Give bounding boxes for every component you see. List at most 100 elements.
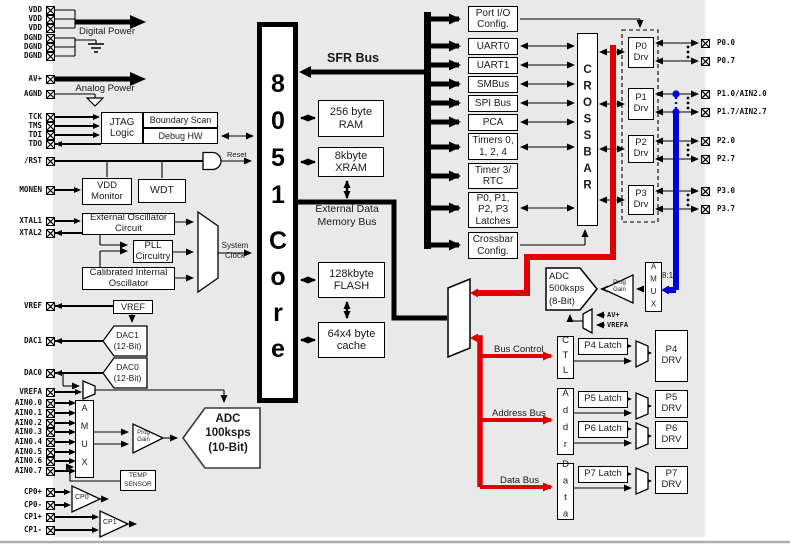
vdd-monitor-box: VDD Monitor xyxy=(82,178,132,205)
p3-box: P3 Drv xyxy=(628,185,654,215)
pin-wire-tms xyxy=(55,125,94,127)
pin-wire-ain0.5 xyxy=(55,451,70,453)
peripheral-uart1-box: UART1 xyxy=(468,57,518,74)
black-wires xyxy=(55,9,652,528)
dac1-shape xyxy=(102,325,148,357)
pin-wire-cp0 xyxy=(55,504,65,506)
xram-box: 8kbyte XRAM xyxy=(318,147,384,177)
peripheral-crossbar-box: Crossbar Config. xyxy=(468,232,518,259)
prog-gain8-shape xyxy=(601,273,634,305)
arrow-left xyxy=(55,229,62,236)
pin-ellipsis-dots xyxy=(686,45,690,207)
pin-cp1+ xyxy=(46,512,55,522)
red-emif-bus xyxy=(470,45,616,492)
pin-rst xyxy=(46,156,55,166)
pin-label-vrefa: VREFA xyxy=(19,387,42,396)
pin-label-vref: VREF xyxy=(23,301,42,310)
cp1-shape xyxy=(99,509,130,539)
digital-power-label: Digital Power xyxy=(79,26,135,37)
cp0-shape xyxy=(71,484,102,514)
adc8-label: ADC 500ksps (8-Bit) xyxy=(549,271,585,307)
pin-ain0.5 xyxy=(46,447,55,457)
pin-wire-dac1 xyxy=(55,340,103,342)
p4-mux xyxy=(635,340,649,369)
external-data-memory-bus-label: External Data Memory Bus xyxy=(315,203,379,228)
pin-wire-tdo xyxy=(55,143,101,145)
pin-xtal1 xyxy=(46,216,55,226)
pin-wire-xtal2 xyxy=(55,232,82,234)
cp1-label: CP1 xyxy=(103,519,117,526)
pin-dac0 xyxy=(46,368,55,378)
arrow-right xyxy=(69,419,76,426)
pin-p3.7 xyxy=(701,204,710,214)
ctl-box: CTL xyxy=(557,335,574,380)
peripheral-spi-bus-box: SPI Bus xyxy=(468,95,518,112)
pin-tck xyxy=(46,112,55,122)
pin-vdd xyxy=(46,14,55,24)
reset-gate xyxy=(202,151,222,171)
ctl-text: CTL xyxy=(560,335,571,380)
pin-label-p1.7-ain2.7: P1.7/AIN2.7 xyxy=(717,107,767,116)
pin-ain0.3 xyxy=(46,427,55,437)
p7-latch-box: P7 Latch xyxy=(578,466,628,483)
pin-wire-monen xyxy=(55,189,75,191)
pin-wire-cp1+ xyxy=(55,516,93,518)
pin-label-p0.7: P0.7 xyxy=(717,56,736,65)
peripheral-smbus-box: SMBus xyxy=(468,76,518,93)
p4-latch-box: P4 Latch xyxy=(578,338,628,355)
diagram-shapes xyxy=(71,29,659,539)
cache-box: 64x4 byte cache xyxy=(318,322,385,358)
peripheral-p0-p1-box: P0, P1, P2, P3 Latches xyxy=(468,192,518,228)
emif-mux xyxy=(447,277,471,359)
adc8-ref-mux xyxy=(582,307,593,335)
pin-vref xyxy=(46,301,55,311)
arrow-right xyxy=(93,131,100,138)
pin-wire-vref xyxy=(55,305,113,307)
pin-p0.7 xyxy=(701,56,710,66)
bus-control-label: Bus Control xyxy=(494,344,544,355)
data-text: Data xyxy=(560,458,571,525)
p5-box: P5 DRV xyxy=(655,390,688,418)
pin-label-agnd: AGND xyxy=(23,89,42,98)
peripheral-port-i-o-box: Port I/O Config. xyxy=(468,6,518,32)
reset-label: Reset xyxy=(227,150,247,159)
p2-box: P2 Drv xyxy=(628,135,654,163)
pin-wire-ain0.7 xyxy=(55,470,70,472)
pin-wire-tdi xyxy=(55,134,94,136)
arrow-right xyxy=(92,526,99,533)
vref-box: VREF xyxy=(113,300,153,314)
pin-p3.0 xyxy=(701,186,710,196)
p0-box: P0 Drv xyxy=(628,37,654,68)
pin-label-ain0.4: AIN0.4 xyxy=(14,437,42,446)
pin-label-cp0+: CP0+ xyxy=(23,487,42,496)
arrow-left xyxy=(55,337,62,344)
amux10-text: AMUX xyxy=(79,403,90,475)
pin-agnd xyxy=(46,89,55,99)
pin-label-p0.0: P0.0 xyxy=(717,38,736,47)
pin-label-dgnd: DGND xyxy=(23,42,42,51)
power-symbols xyxy=(55,15,146,107)
pin-p1.7-ain2.7 xyxy=(701,107,710,117)
pin-wire-dac0 xyxy=(55,372,103,374)
pin-wire-ain0.2 xyxy=(55,422,70,424)
pin-wire-rst xyxy=(55,160,203,162)
sfr-and-memory-bus xyxy=(297,12,461,321)
pin-ain0.1 xyxy=(46,408,55,418)
pin-label-cp0: CP0- xyxy=(23,500,42,509)
arrow-right xyxy=(74,217,81,224)
pin-wire-cp0+ xyxy=(55,491,65,493)
debug-hw-box: Debug HW xyxy=(143,128,218,144)
addr-text: Addr xyxy=(560,387,571,456)
blue-analog-bus xyxy=(661,90,680,295)
arrow-right xyxy=(74,186,81,193)
port-driver-group xyxy=(621,29,659,223)
pin-dgnd xyxy=(46,33,55,43)
pin-label-rst: /RST xyxy=(23,156,42,165)
pin-cp0+ xyxy=(46,487,55,497)
arrow-right xyxy=(75,388,82,395)
pin-label-ain0.5: AIN0.5 xyxy=(14,447,42,456)
adc8-shape xyxy=(545,267,598,311)
prog-gain8-label: Prog Gain xyxy=(613,280,626,294)
pin-label-p2.0: P2.0 xyxy=(717,136,736,145)
